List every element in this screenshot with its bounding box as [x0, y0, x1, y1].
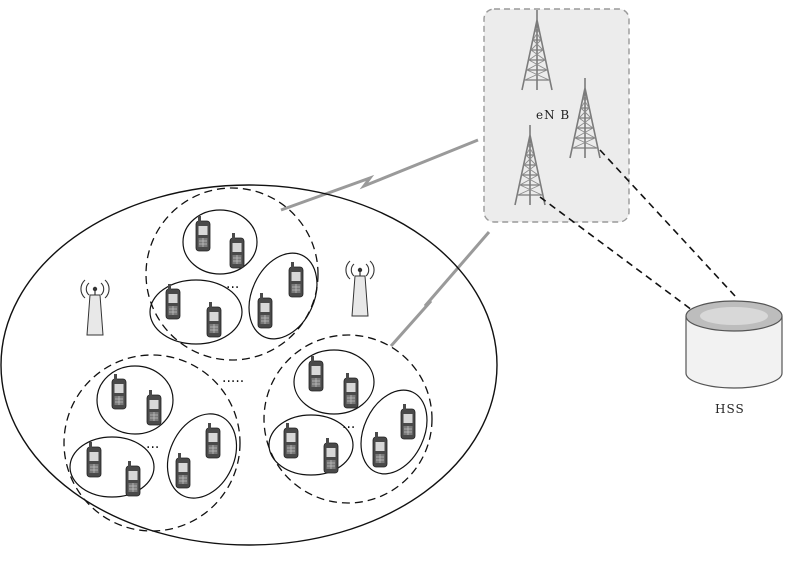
- mobile-phone-icon: [324, 438, 338, 473]
- dots-label: ···: [226, 280, 239, 296]
- mobile-phone-icon: [344, 373, 358, 408]
- center-dots-label: ·····: [222, 374, 244, 390]
- mobile-phone-icon: [196, 216, 210, 251]
- mobile-phone-icon: [126, 461, 140, 496]
- mobile-phone-icon: [258, 293, 272, 328]
- mobile-phone-icon: [207, 302, 221, 337]
- mobile-phone-icon: [87, 442, 101, 477]
- mobile-phone-icon: [166, 284, 180, 319]
- mobile-phone-icon: [176, 453, 190, 488]
- mobile-phone-icon: [284, 423, 298, 458]
- dots-label: ···: [342, 420, 355, 436]
- mobile-phone-icon: [147, 390, 161, 425]
- wireless-link-upper: [281, 140, 478, 210]
- hss-label: HSS: [715, 402, 745, 416]
- dots-label: ···: [146, 440, 159, 456]
- mobile-phone-icon: [206, 423, 220, 458]
- small-cell-antenna-icon-left: [81, 280, 109, 335]
- database-icon: [686, 301, 782, 388]
- mobile-phone-icon: [289, 262, 303, 297]
- coverage-area: [1, 185, 497, 545]
- mobile-phone-icon: [230, 233, 244, 268]
- mobile-phone-icon: [373, 432, 387, 467]
- mobile-phone-icon: [112, 374, 126, 409]
- mobile-phone-icon: [401, 404, 415, 439]
- tower-hss-link-1: [600, 150, 735, 296]
- enb-label: eN B: [536, 108, 570, 122]
- mobile-phone-icon: [309, 356, 323, 391]
- small-cell-antenna-icon-right: [346, 261, 374, 316]
